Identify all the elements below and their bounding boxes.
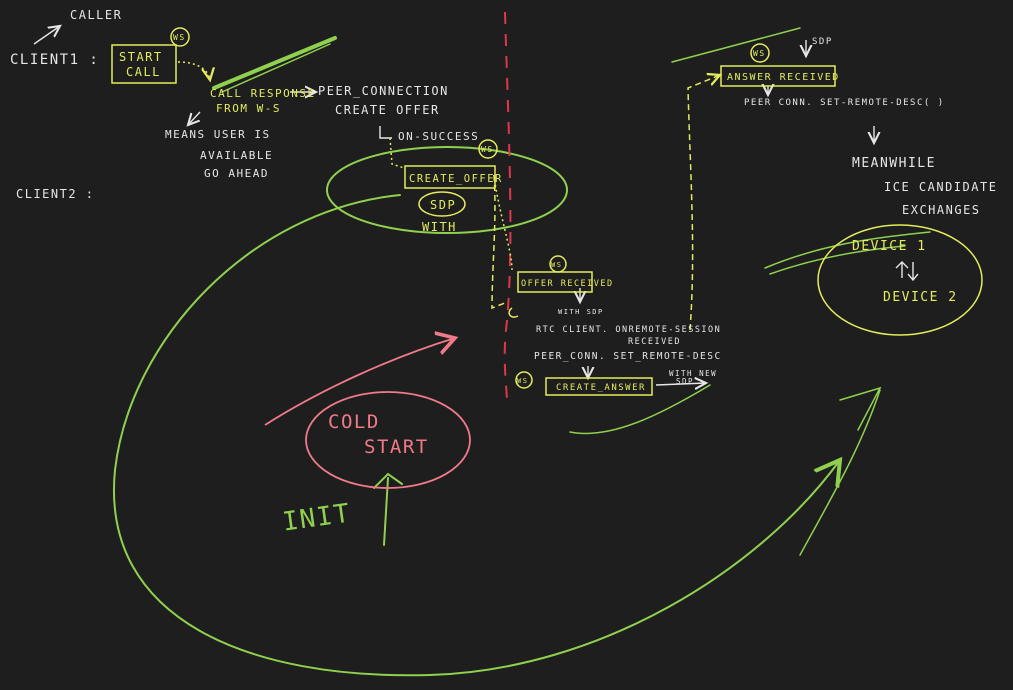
white-strokes xyxy=(33,26,919,385)
green-text: INIT xyxy=(281,498,353,537)
pink-strokes xyxy=(264,338,471,489)
green-underline-slash xyxy=(212,36,337,90)
means-user-line2: AVAILABLE xyxy=(200,149,273,162)
yellow-dashed-up xyxy=(687,75,720,331)
green-arrow-tail xyxy=(799,389,881,556)
big-return-loop xyxy=(112,194,840,677)
ice-line1: ICE CANDIDATE xyxy=(884,180,997,194)
on-success-bracket xyxy=(379,126,392,139)
ws-circle-4 xyxy=(515,371,533,389)
rtc-client-line2: RECEIVED xyxy=(628,337,681,347)
new-sdp-arrow xyxy=(655,383,706,385)
client1-label: CLIENT1 : xyxy=(10,52,99,68)
yellow-dotted-to-offer xyxy=(493,174,513,271)
answer-received-box xyxy=(720,65,836,87)
yellow-strokes xyxy=(111,27,983,396)
means-user-line3: GO AHEAD xyxy=(204,167,269,180)
ice-line2: EXCHANGES xyxy=(902,203,981,217)
pink-text: COLD START xyxy=(328,411,429,458)
green-underline-slash-thin xyxy=(221,43,331,93)
caller-label: CALLER xyxy=(70,8,122,22)
ws-circle-1 xyxy=(170,27,190,47)
offer-bracket xyxy=(508,307,519,318)
client2-label: CLIENT2 : xyxy=(16,187,95,201)
ws-label-3: WS xyxy=(551,261,562,269)
ws-label-2: WS xyxy=(481,145,494,154)
create-offer-box xyxy=(404,165,496,189)
device1-label: DEVICE 1 xyxy=(852,239,927,254)
green-top-right-stroke xyxy=(671,27,801,63)
ws-circle-2 xyxy=(478,139,498,159)
start-call-line2: CALL xyxy=(126,65,161,79)
peer-connection-line1: PEER_CONNECTION xyxy=(318,84,449,98)
on-success-label: ON-SUCCESS xyxy=(398,130,479,143)
on-success-dotted xyxy=(389,137,405,169)
with-label: WITH xyxy=(422,220,457,234)
offer-received-label: OFFER RECEIVED xyxy=(521,279,614,289)
create-offer-ellipse xyxy=(326,146,568,234)
start-call-box xyxy=(111,44,177,84)
device-swap-arrows xyxy=(895,261,919,282)
with-new-sdp-line2: SDP xyxy=(676,377,694,386)
white-text: CALLER CLIENT1 : CLIENT2 : PEER_CONNECTI… xyxy=(10,8,997,386)
divider-line xyxy=(503,11,512,401)
meanwhile-label: MEANWHILE xyxy=(852,156,936,171)
create-answer-label: CREATE_ANSWER xyxy=(556,383,646,393)
answer-received-label: ANSWER RECEIVED xyxy=(727,72,840,83)
green-device-strokes xyxy=(764,231,931,275)
with-new-sdp-line1: WITH NEW xyxy=(669,369,717,378)
create-offer-label: CREATE_OFFER xyxy=(409,173,503,185)
peer-connection-line2: CREATE OFFER xyxy=(335,103,440,117)
sdp-circle xyxy=(418,191,466,217)
set-remote-desc-label: PEER_CONN. SET_REMOTE-DESC xyxy=(534,351,722,362)
init-arrow xyxy=(373,472,403,546)
green-answer-underline xyxy=(569,384,711,435)
sdp-top-label: SDP xyxy=(812,37,833,47)
call-response-line1: CALL RESPONSE xyxy=(210,87,316,100)
means-arrow xyxy=(188,111,201,125)
yellow-text: START CALL WS CALL RESPONSE FROM W-S WS … xyxy=(119,33,958,393)
devices-ellipse xyxy=(817,224,983,336)
caller-arrow xyxy=(33,26,60,45)
with-sdp-label: WITH SDP xyxy=(558,308,604,316)
ws-label-1: WS xyxy=(173,33,186,42)
sdp-label: SDP xyxy=(430,198,456,212)
yellow-dashed-down xyxy=(491,174,506,310)
start-call-dotted-arrow xyxy=(177,61,210,80)
start-call-line1: START xyxy=(119,50,163,64)
pink-arrow xyxy=(264,338,455,426)
start-label: START xyxy=(364,436,429,458)
green-arrow-head-right xyxy=(839,386,882,431)
ws-label-5: WS xyxy=(753,49,766,58)
rtc-client-line1: RTC CLIENT. ONREMOTE-SESSION xyxy=(536,325,721,335)
call-response-line2: FROM W-S xyxy=(216,102,281,115)
green-strokes xyxy=(112,27,931,677)
cold-label: COLD xyxy=(328,411,380,433)
init-label: INIT xyxy=(281,498,353,537)
device2-label: DEVICE 2 xyxy=(883,290,958,305)
peer-conn-set-remote-label: PEER CONN. SET-REMOTE-DESC( ) xyxy=(744,98,945,108)
ws-circle-5 xyxy=(750,43,770,63)
means-user-line1: MEANS USER IS xyxy=(165,128,271,141)
ws-label-4: WS xyxy=(517,377,528,385)
ws-circle-3 xyxy=(549,255,567,273)
create-answer-box xyxy=(545,377,653,396)
cold-start-ellipse xyxy=(305,391,471,489)
